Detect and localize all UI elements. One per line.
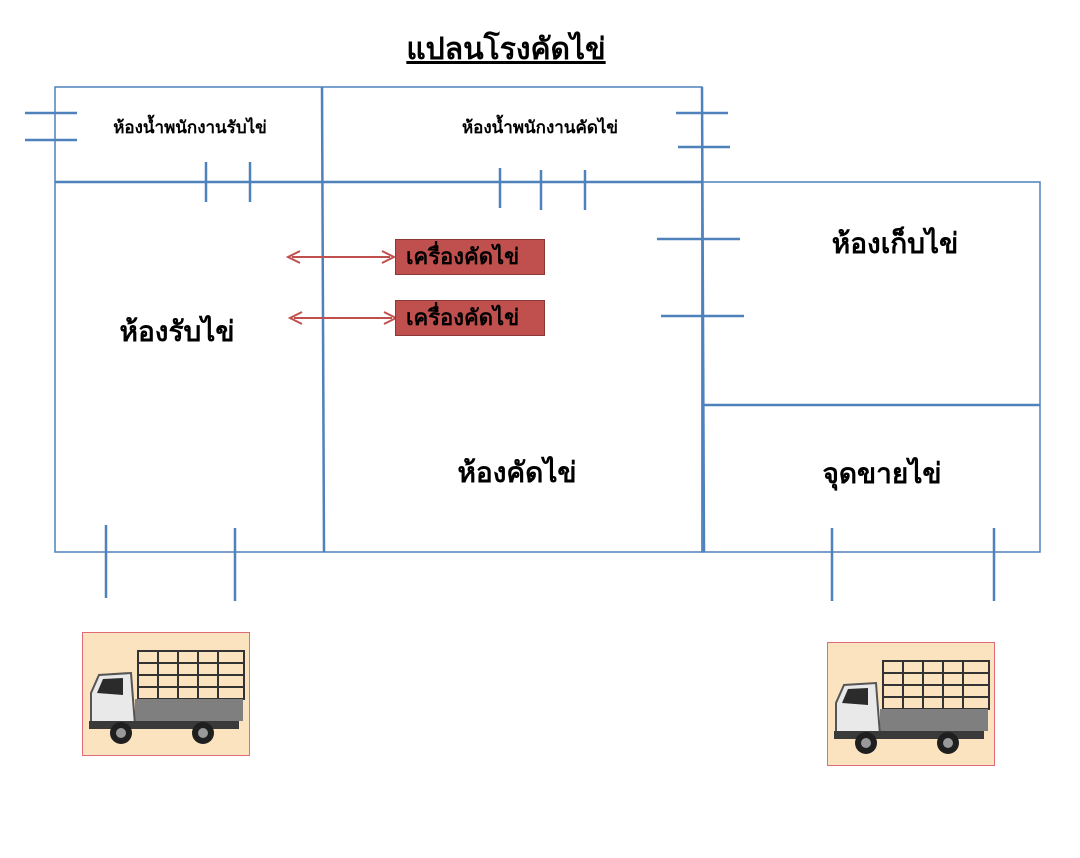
label-sales-point: จุดขายไข่: [822, 457, 942, 490]
wall-receiving-sorting: [320, 86, 326, 553]
flow-arrows: [285, 250, 399, 325]
egg-sorting-machine: เครื่องคัดไข่: [395, 300, 545, 336]
label-sort-staff-restroom: ห้องน้ำพนักงานคัดไข่: [461, 118, 619, 138]
label-receiving-room: ห้องรับไข่: [119, 315, 235, 348]
wall-sorting-storage: [700, 86, 706, 553]
label-storage-room: ห้องเก็บไข่: [831, 227, 959, 260]
plan-title: แปลนโรงคัดไข่: [406, 32, 606, 67]
truck-icon: [827, 642, 995, 766]
door-marks: [25, 111, 996, 601]
label-sorting-room: ห้องคัดไข่: [457, 456, 577, 489]
label-receive-staff-restroom: ห้องน้ำพนักงานรับไข่: [113, 118, 267, 138]
truck-icon: [82, 632, 250, 756]
egg-sorting-machine: เครื่องคัดไข่: [395, 239, 545, 275]
